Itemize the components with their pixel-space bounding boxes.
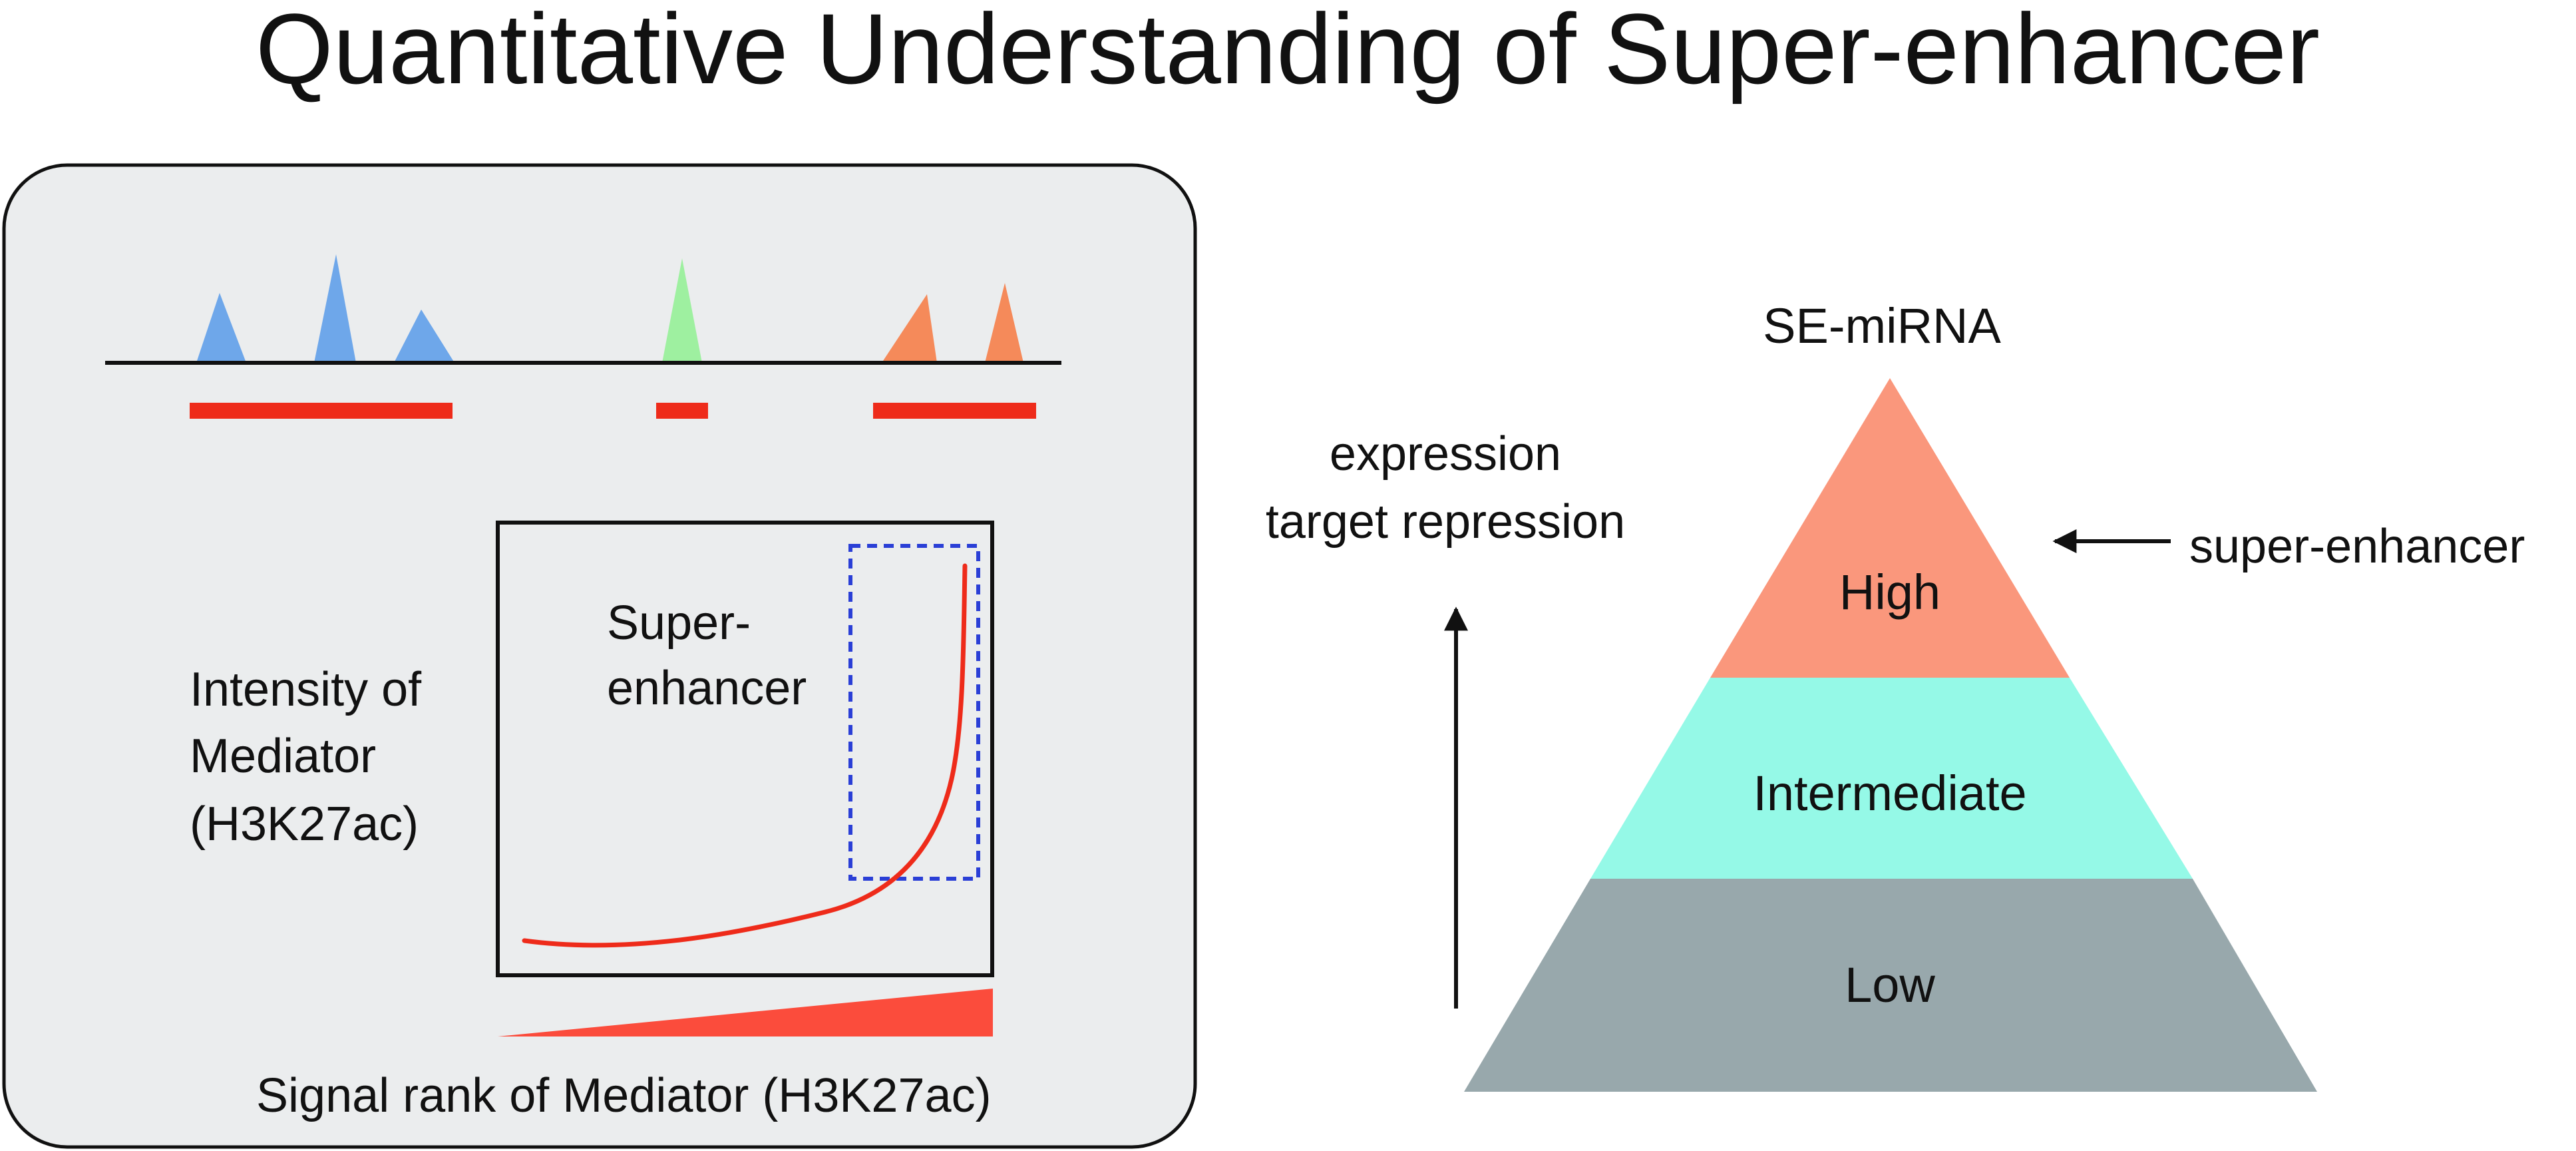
peak-green (662, 258, 702, 363)
figure-title: Quantitative Understanding of Super-enha… (256, 0, 2320, 105)
super-enhancer-box (848, 544, 980, 881)
y-axis-label-line3: (H3K27ac) (190, 798, 419, 851)
enhancer-bar-1 (190, 403, 453, 419)
hockey-stick-curve (522, 563, 968, 948)
axis-label-line1: expression (1330, 427, 1561, 481)
left-panel (2, 163, 1197, 1149)
tier-intermediate (1590, 678, 2193, 879)
tier-high (1710, 378, 2070, 678)
rank-wedge (498, 989, 993, 1036)
super-enhancer-label-line2: enhancer (607, 662, 807, 715)
tier-intermediate-label: Intermediate (1753, 766, 2026, 821)
plot-frame (496, 521, 994, 977)
super-enhancer-label-line1: Super- (607, 596, 751, 650)
y-axis-label-line1: Intensity of (190, 663, 422, 716)
y-axis-label-line2: Mediator (190, 730, 376, 783)
tier-low (1464, 879, 2317, 1092)
peak-orange-2 (985, 283, 1023, 363)
enhancer-bar-3 (873, 403, 1036, 419)
tier-high-label: High (1839, 565, 1940, 620)
peak-orange-1 (882, 294, 937, 363)
enhancer-bar-2 (656, 403, 708, 419)
peak-blue-3 (394, 310, 455, 363)
axis-label-line2: target repression (1266, 495, 1625, 549)
peak-blue-1 (196, 293, 246, 363)
tier-low-label: Low (1845, 957, 1935, 1013)
apex-label: SE-miRNA (1763, 298, 2001, 353)
peak-blue-2 (314, 254, 356, 363)
pointer-label: super-enhancer (2189, 520, 2525, 573)
rank-plot: Super- enhancer (496, 521, 994, 977)
pyramid: High Intermediate Low (1464, 378, 2317, 1092)
x-axis-label: Signal rank of Mediator (H3K27ac) (256, 1069, 992, 1122)
genomic-track (105, 254, 1061, 419)
